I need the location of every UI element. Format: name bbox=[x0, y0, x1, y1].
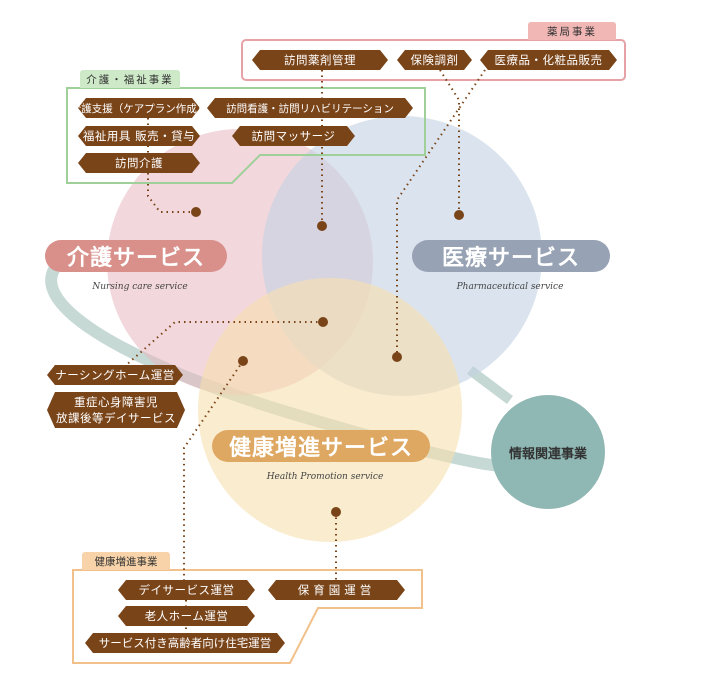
health-circle bbox=[198, 278, 462, 542]
health-service-sub: Health Promotion service bbox=[266, 472, 384, 482]
overlap-item: ナーシングホーム運営 bbox=[47, 365, 183, 385]
pharmacy-item: 保険調剤 bbox=[397, 50, 472, 70]
health-box bbox=[72, 569, 423, 664]
pharmacy-title: 薬局事業 bbox=[528, 22, 616, 40]
pharmacy-item: 訪問薬剤管理 bbox=[252, 50, 388, 70]
nursing-service-sub: Nursing care service bbox=[92, 282, 188, 292]
nursing-service-label: 介護サービス bbox=[45, 240, 227, 272]
health-biz-item: 保育園運営 bbox=[268, 580, 405, 600]
health-service-label: 健康増進サービス bbox=[212, 430, 430, 462]
health-biz-item: 老人ホーム運営 bbox=[118, 606, 255, 626]
care-item: 訪問マッサージ bbox=[232, 126, 355, 146]
pharmacy-box bbox=[241, 39, 626, 81]
care-item: 訪問看護・訪問リハビリテーション bbox=[207, 98, 413, 118]
info-business-label: 情報関連事業 bbox=[508, 447, 587, 462]
health-biz-item: デイサービス運営 bbox=[118, 580, 255, 600]
pharmacy-item: 医療品・化粧品販売 bbox=[480, 50, 617, 70]
care-item: 介護支援（ケアプラン作成） bbox=[78, 98, 200, 118]
health-biz-item: サービス付き高齢者向け住宅運営 bbox=[85, 633, 285, 653]
care-item: 訪問介護 bbox=[78, 153, 200, 173]
overlap-item-line: 重症心身障害児 bbox=[74, 395, 158, 409]
overlap-item-line: 放課後等デイサービス bbox=[56, 411, 176, 425]
medical-service-label: 医療サービス bbox=[412, 240, 610, 272]
medical-service-sub: Pharmaceutical service bbox=[456, 282, 564, 292]
info-circle bbox=[491, 395, 605, 509]
overlap-item: 重症心身障害児 放課後等デイサービス bbox=[47, 392, 185, 428]
health-biz-title: 健康増進事業 bbox=[82, 552, 170, 570]
orbit-ring-right bbox=[467, 366, 513, 404]
care-title: 介護・福祉事業 bbox=[80, 70, 180, 88]
care-item: 福祉用具 販売・貸与 bbox=[78, 126, 200, 146]
care-box bbox=[66, 87, 426, 184]
